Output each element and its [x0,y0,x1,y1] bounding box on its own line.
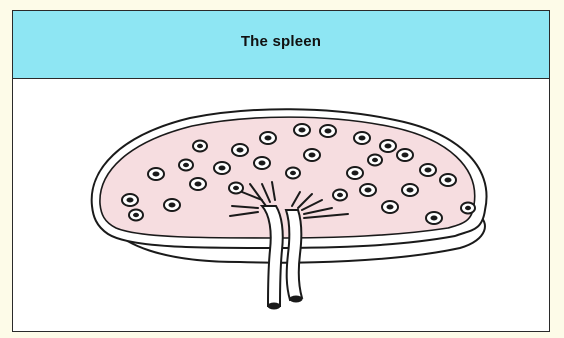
follicle [148,168,164,180]
follicle [461,203,475,214]
splenic-vein [286,210,302,300]
follicle [129,210,143,221]
follicle [360,184,376,196]
follicle [426,212,442,224]
follicle [122,194,138,206]
follicle [254,157,270,169]
follicle [260,132,276,144]
follicle [333,190,347,201]
follicle [229,183,243,194]
follicle [440,174,456,186]
follicle [354,132,370,144]
follicle [179,160,193,171]
follicle [402,184,418,196]
follicle [232,144,248,156]
follicle [368,155,382,166]
follicle [286,168,300,179]
follicle [214,162,230,174]
follicle [193,141,207,152]
follicle [347,167,363,179]
follicle [164,199,180,211]
follicle [304,149,320,161]
follicle [382,201,398,213]
follicle [380,140,396,152]
artery-opening [268,303,281,310]
follicle [397,149,413,161]
follicle [420,164,436,176]
follicle [190,178,206,190]
follicle [294,124,310,136]
vein-opening [290,296,303,303]
follicle [320,125,336,137]
